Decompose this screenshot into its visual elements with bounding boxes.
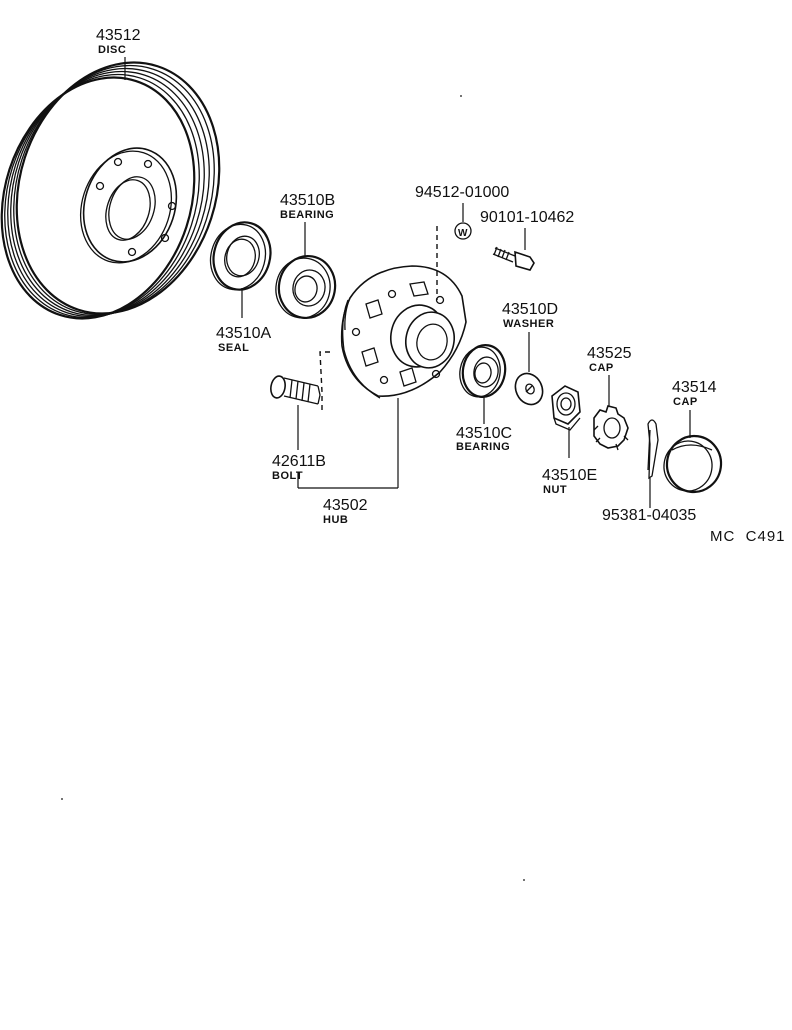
cap-43525-part-number: 43525	[587, 345, 632, 362]
cap-43514-drawing	[663, 434, 723, 494]
washer-d-drawing	[514, 372, 544, 406]
disc-part-name: DISC	[98, 44, 126, 56]
nut-part-name: NUT	[543, 484, 567, 496]
washer-w-part-number: 94512-01000	[415, 184, 509, 201]
disc-part-number: 43512	[96, 27, 141, 44]
hub-part-number: 43502	[323, 497, 368, 514]
washer-d-part-name: WASHER	[503, 318, 554, 330]
hub-part-name: HUB	[323, 514, 348, 526]
seal-part-name: SEAL	[218, 342, 249, 354]
bearing-b-part-number: 43510B	[280, 192, 335, 209]
cap-43525-drawing	[593, 405, 629, 451]
disc-drawing	[0, 61, 221, 320]
seal-drawing	[209, 221, 272, 291]
bearing-b-part-name: BEARING	[280, 209, 334, 221]
bearing-b-drawing	[275, 254, 337, 320]
bolt-42611-part-number: 42611B	[272, 453, 326, 470]
cap-43514-part-name: CAP	[673, 396, 698, 408]
washer-d-part-number: 43510D	[502, 301, 558, 318]
cap-43514-part-number: 43514	[672, 379, 717, 396]
washer-w-symbol: W	[458, 228, 468, 239]
figure-code: MC C491	[710, 528, 786, 545]
cotter-pin-part-number: 95381-04035	[602, 507, 696, 524]
bolt-90101-drawing	[492, 246, 535, 271]
bearing-c-part-name: BEARING	[456, 441, 510, 453]
nut-drawing	[551, 385, 581, 431]
nut-part-number: 43510E	[542, 467, 597, 484]
hub-drawing	[340, 265, 467, 399]
cap-43525-part-name: CAP	[589, 362, 614, 374]
bolt-90101-part-number: 90101-10462	[480, 209, 574, 226]
bolt-42611-part-name: BOLT	[272, 470, 303, 482]
bearing-c-drawing	[459, 344, 507, 398]
seal-part-number: 43510A	[216, 325, 271, 342]
cotter-pin-drawing	[647, 419, 659, 480]
bolt-42611-drawing	[270, 375, 321, 405]
bearing-c-part-number: 43510C	[456, 425, 512, 442]
